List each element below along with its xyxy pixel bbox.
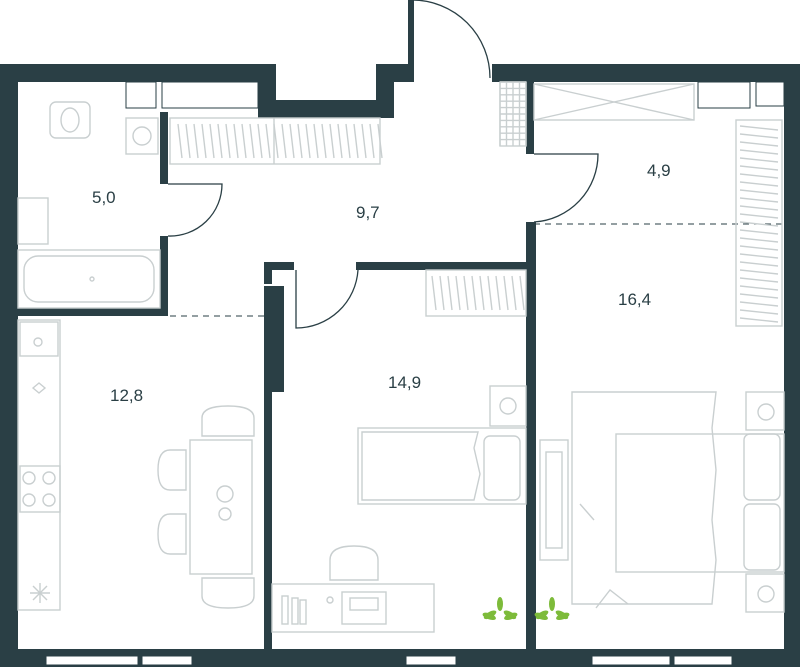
doors — [167, 0, 599, 329]
kitchen-area-label: 12,8 — [110, 386, 143, 405]
hallway-area-label: 9,7 — [356, 203, 380, 222]
interior-walls — [18, 82, 536, 649]
wardrobe-area-label: 4,9 — [647, 161, 671, 180]
bathroom-fixtures — [17, 101, 161, 309]
bedroom-area-label: 14,9 — [388, 373, 421, 392]
master-bedroom-door — [533, 153, 599, 223]
windows — [45, 81, 785, 666]
bedroom-door — [295, 269, 359, 329]
closet-fixtures — [533, 83, 783, 327]
bathroom-area-label: 5,0 — [92, 188, 116, 207]
kitchen-furniture — [17, 319, 255, 611]
outer-walls — [0, 64, 800, 667]
bedroom-furniture — [271, 269, 527, 633]
master-bedroom-furniture — [539, 391, 785, 613]
hallway-wardrobe — [169, 81, 527, 165]
entrance-door — [411, 0, 491, 79]
master-bedroom-area-label: 16,4 — [618, 290, 651, 309]
plant-icon — [534, 597, 570, 621]
bathroom-door — [167, 183, 223, 237]
plant-icon — [482, 597, 518, 621]
